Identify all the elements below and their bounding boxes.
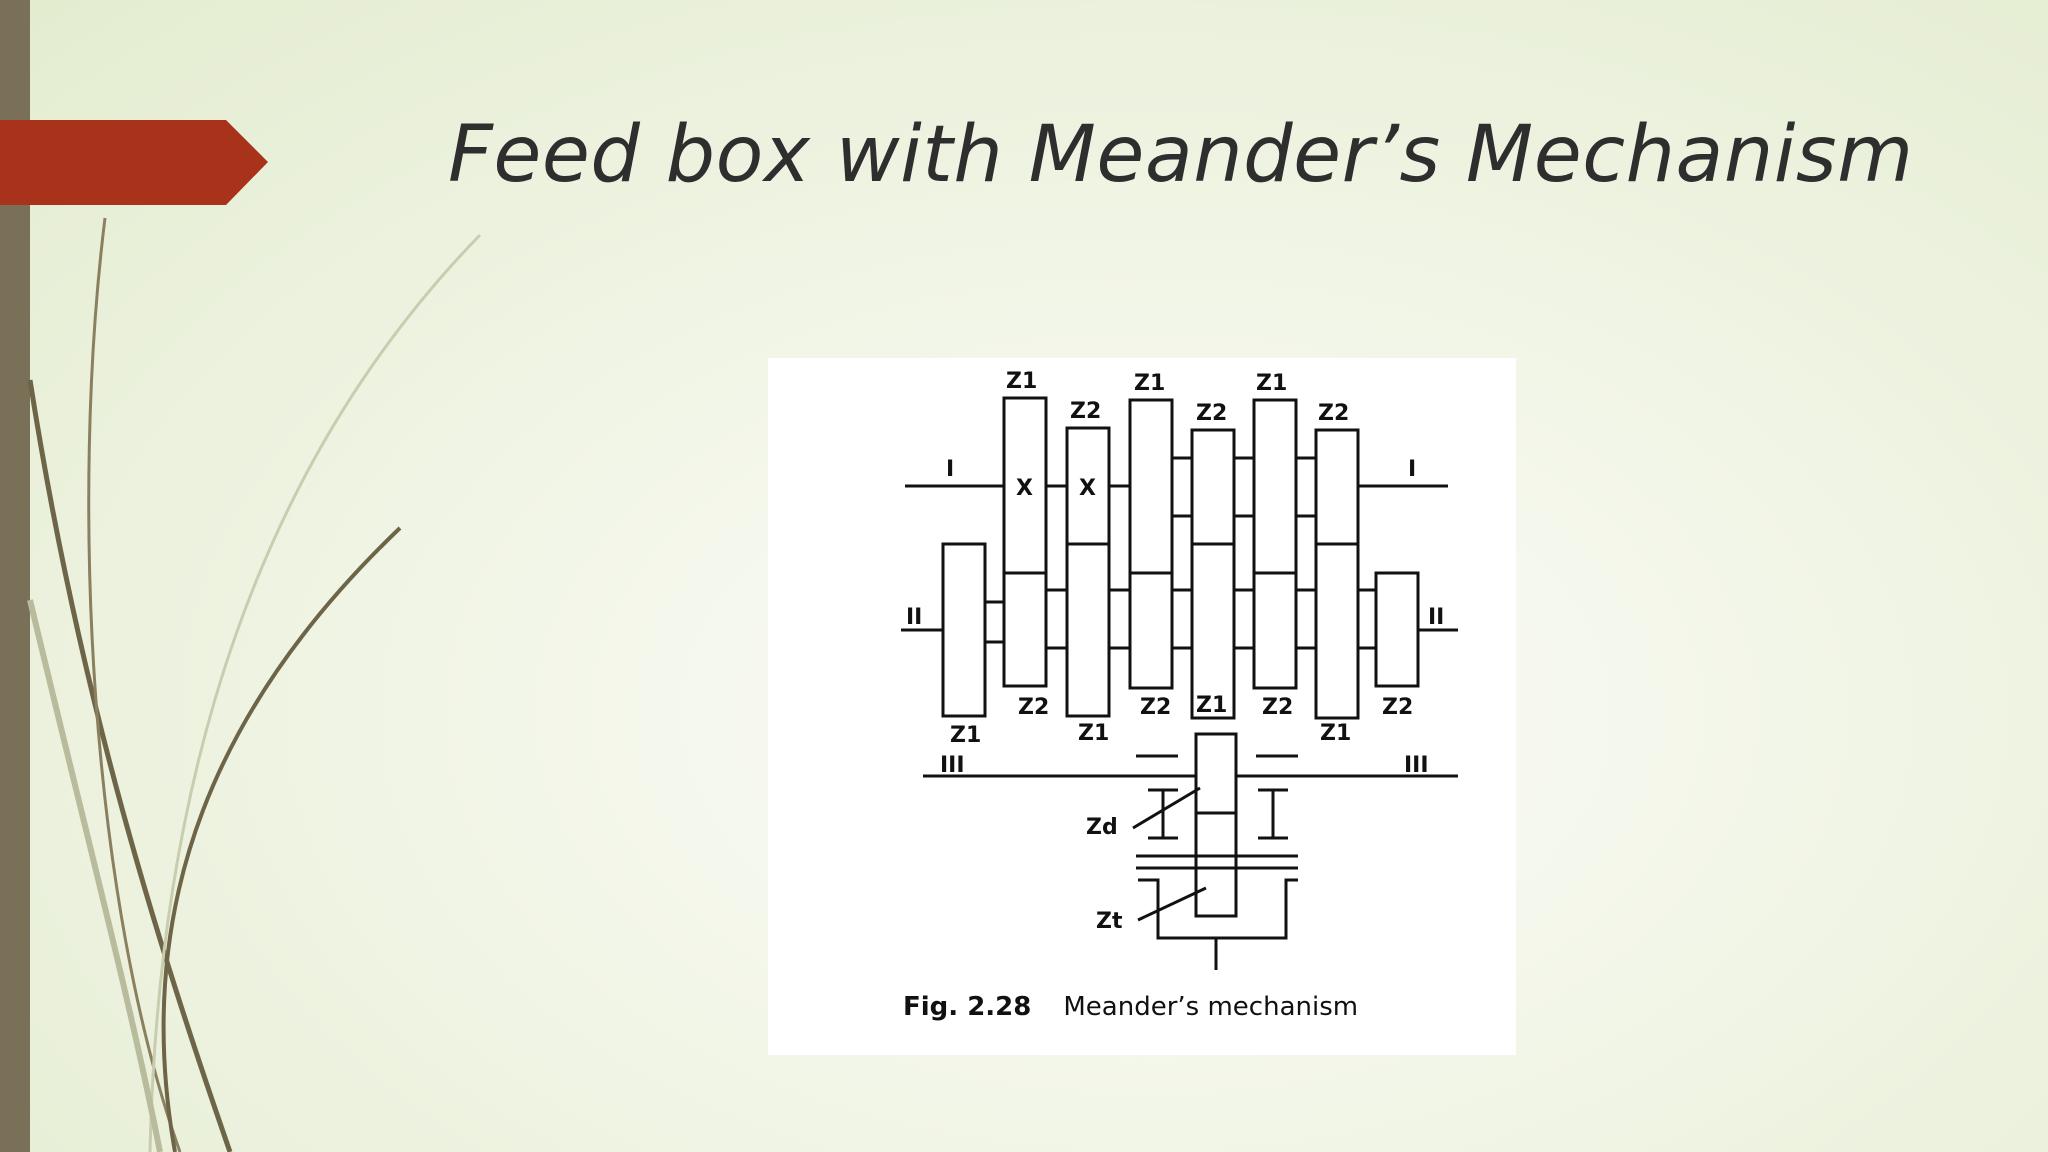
gear-top-3 (1128, 398, 1174, 690)
gear-label-top: Z1 (1006, 369, 1037, 394)
gear-label-bottom: Z1 (950, 723, 981, 748)
gear-label-top: Z1 (1256, 371, 1287, 396)
tumbler-gear (1194, 732, 1238, 918)
zd-label: Zd (1086, 815, 1118, 840)
gear-end-left (941, 542, 987, 718)
key-mark-2: X (1079, 476, 1096, 501)
key-mark-1: X (1016, 476, 1033, 501)
gear-label-bottom: Z2 (1382, 695, 1413, 720)
gear-label-top: Z2 (1196, 401, 1227, 426)
meander-mechanism-diagram: I I II II III III X X Z1 Z2 Z1 Z2 Z1 Z2 … (901, 369, 1458, 970)
slide-title: Feed box with Meander’s Mechanism (448, 110, 1914, 200)
figure-number: Fig. 2.28 (903, 992, 1032, 1022)
gear-label-bottom: Z1 (1078, 721, 1109, 746)
gear-top-6 (1314, 428, 1360, 720)
shaft2-left-label: II (906, 605, 922, 630)
shaft2-right-label: II (1428, 605, 1444, 630)
gear-label-bottom: Z2 (1018, 695, 1049, 720)
decorative-swoosh (27, 217, 482, 1152)
gear-label-bottom: Z1 (1196, 693, 1227, 718)
gear-label-bottom: Z1 (1320, 721, 1351, 746)
gear-label-top: Z2 (1070, 399, 1101, 424)
figure-caption-text: Meander’s mechanism (1063, 992, 1359, 1022)
shaft1-left-label: I (946, 457, 954, 482)
shaft3-left-label: III (940, 753, 965, 778)
gear-label-bottom: Z2 (1140, 695, 1171, 720)
gear-label-top: Z1 (1134, 371, 1165, 396)
shaft3-right-label: III (1404, 753, 1429, 778)
gear-top-1 (1002, 396, 1048, 688)
title-marker-tab (0, 120, 268, 205)
shaft1-right-label: I (1408, 457, 1416, 482)
gear-end-right (1374, 571, 1420, 688)
gear-label-top: Z2 (1318, 401, 1349, 426)
gear-top-5 (1252, 398, 1298, 690)
figure-panel: I I II II III III X X Z1 Z2 Z1 Z2 Z1 Z2 … (768, 358, 1516, 1055)
zt-label: Zt (1096, 909, 1123, 934)
figure-caption: Fig. 2.28 Meander’s mechanism (903, 992, 1358, 1022)
gear-top-2 (1065, 426, 1111, 718)
gear-top-4 (1190, 428, 1236, 720)
gear-label-bottom: Z2 (1262, 695, 1293, 720)
